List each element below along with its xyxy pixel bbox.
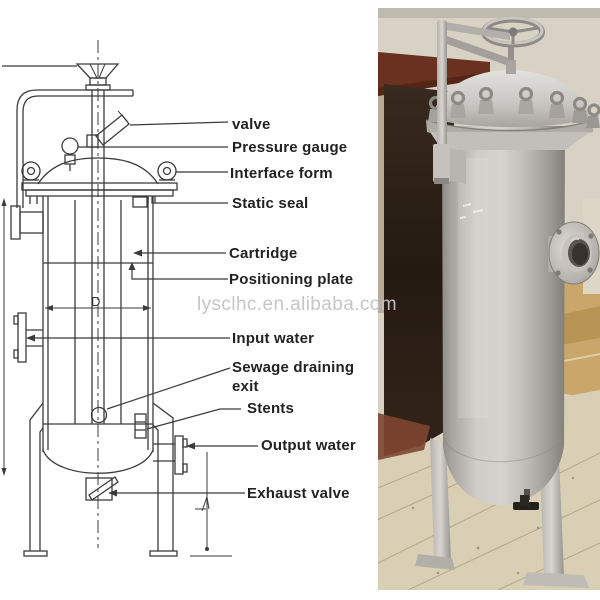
eyebolt: [549, 90, 565, 118]
handwheel-funnel: [75, 63, 120, 91]
dome-lid: [37, 157, 159, 185]
bottom-dimension: [190, 452, 232, 557]
eyebolt: [478, 86, 494, 114]
photo-top-band: [378, 8, 600, 18]
photo-davit-arm: [433, 20, 510, 184]
photo-eyebolts: [428, 86, 600, 128]
watermark-text: lysclhc.en.alibaba.com: [197, 294, 397, 315]
eyebolt: [518, 86, 534, 114]
photo-left-strip: [378, 63, 385, 313]
photo-legs: [415, 434, 589, 588]
eyebolt: [450, 90, 466, 118]
sewage-drain-circle: [90, 406, 108, 424]
photo-side-flange: [548, 221, 600, 285]
photo-vessel-body: [442, 126, 565, 505]
pressure-gauge-symbol: [61, 137, 79, 171]
lifting-rod: [91, 90, 105, 424]
height-dimension-line: [1, 198, 7, 476]
leader-lines: [26, 121, 258, 497]
static-seal-block: [132, 196, 148, 208]
output-water-flange: [153, 435, 188, 475]
davit-socket-bracket: [10, 205, 44, 240]
flange: [21, 182, 178, 208]
label-sewage-draining-exit: Sewage draining exit: [232, 359, 355, 395]
label-stents: Stents: [247, 400, 295, 417]
diameter-dimension: [42, 296, 154, 316]
label-valve: valve: [232, 116, 271, 133]
label-positioning-plate: Positioning plate: [229, 271, 354, 288]
eyebolt-right: [157, 161, 177, 181]
product-photo-panel: [378, 8, 600, 590]
input-water-flange: [13, 312, 43, 363]
legs: [23, 402, 178, 557]
label-exhaust-valve: Exhaust valve: [247, 485, 350, 502]
valve-symbol: [86, 110, 130, 148]
label-interface-form: Interface form: [230, 165, 333, 182]
eyebolt: [572, 96, 588, 123]
label-static-seal: Static seal: [232, 195, 309, 212]
photo-drain-valve: [513, 489, 539, 510]
vessel-body-outline: [42, 196, 154, 452]
dished-bottom: [42, 449, 154, 474]
eyebolt: [586, 103, 600, 128]
label-input-water: Input water: [232, 330, 315, 347]
label-output-water: Output water: [261, 437, 356, 454]
photo-floor-brown-patch: [378, 413, 430, 460]
davit-arm: [16, 89, 134, 208]
label-pressure-gauge: Pressure gauge: [232, 139, 348, 156]
dimension-letter-d: D: [91, 294, 101, 309]
filter-diagram-panel: [1, 40, 258, 557]
label-cartridge: Cartridge: [229, 245, 298, 262]
cartridge-lines: [74, 200, 122, 424]
stents-bracket: [134, 413, 147, 439]
eyebolt-left: [21, 161, 41, 181]
exhaust-valve-symbol: [85, 476, 119, 501]
